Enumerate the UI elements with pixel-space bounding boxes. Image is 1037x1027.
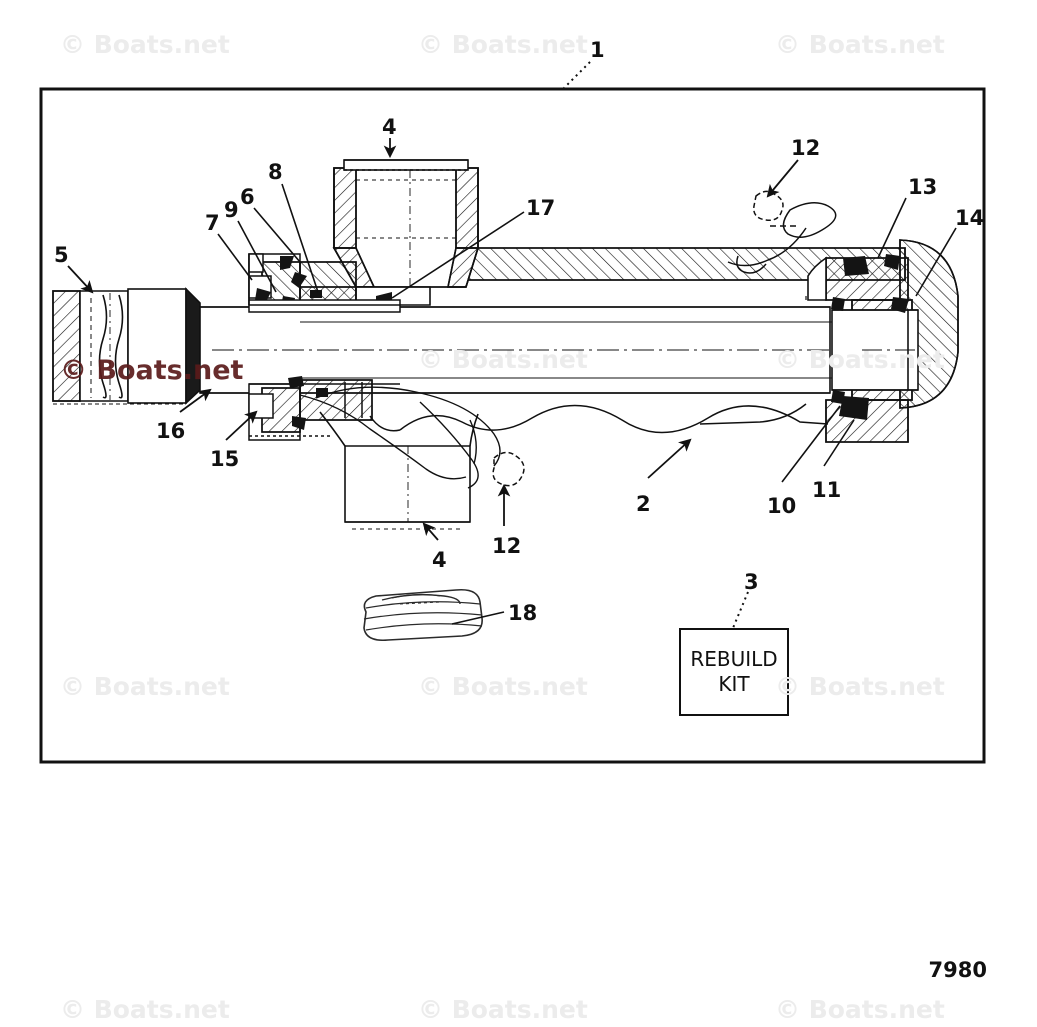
callout-label-7: 7 bbox=[205, 211, 220, 235]
leader-16 bbox=[179, 388, 212, 413]
part-front-gland-lower bbox=[248, 376, 400, 441]
callout-label-2: 2 bbox=[636, 492, 651, 516]
leader-13 bbox=[877, 197, 907, 259]
callout-label-18: 18 bbox=[508, 601, 538, 625]
callout-label-13: 13 bbox=[908, 175, 938, 199]
callout-label-8: 8 bbox=[268, 160, 283, 184]
leader-7 bbox=[217, 233, 253, 281]
leader-3 bbox=[732, 591, 749, 629]
callout-label-16: 16 bbox=[156, 419, 186, 443]
rebuild-kit-line2: KIT bbox=[718, 672, 750, 696]
leader-12-top bbox=[766, 159, 799, 198]
leader-1 bbox=[563, 61, 591, 89]
callout-label-1: 1 bbox=[590, 38, 605, 62]
part-rod-end-clevis bbox=[52, 287, 201, 405]
diagram-border bbox=[39, 87, 986, 764]
leader-9 bbox=[237, 220, 277, 293]
leader-6 bbox=[253, 207, 301, 263]
leader-10 bbox=[781, 405, 841, 483]
rebuild-kit-box: REBUILD KIT bbox=[679, 628, 789, 716]
callout-label-15: 15 bbox=[210, 447, 240, 471]
part-pivot-boss-bottom bbox=[299, 386, 501, 530]
callout-label-5: 5 bbox=[54, 243, 69, 267]
callout-label-4b: 4 bbox=[432, 548, 447, 572]
callout-label-10: 10 bbox=[767, 494, 797, 518]
callout-label-12b: 12 bbox=[492, 534, 522, 558]
leader-11 bbox=[823, 419, 855, 467]
callout-label-3: 3 bbox=[744, 570, 759, 594]
callout-label-9: 9 bbox=[224, 198, 239, 222]
callout-label-11: 11 bbox=[812, 478, 842, 502]
callout-label-4t: 4 bbox=[382, 115, 397, 139]
leader-17 bbox=[391, 211, 525, 299]
part-fitting-plug-bottom bbox=[492, 451, 525, 487]
leader-5 bbox=[67, 265, 94, 294]
part-fitting-plug-top bbox=[727, 190, 837, 274]
leader-15 bbox=[225, 410, 258, 441]
leader-4-bottom bbox=[422, 522, 439, 541]
leader-lines bbox=[67, 61, 957, 629]
part-cap-bushing bbox=[363, 588, 483, 642]
diagram-reference-number: 7980 bbox=[928, 958, 987, 982]
callout-label-6: 6 bbox=[240, 185, 255, 209]
rebuild-kit-line1: REBUILD bbox=[690, 647, 778, 671]
leader-18 bbox=[451, 611, 505, 625]
callout-label-17: 17 bbox=[526, 196, 556, 220]
callout-label-14: 14 bbox=[955, 206, 985, 230]
leader-8 bbox=[281, 183, 319, 293]
leader-2 bbox=[647, 438, 692, 479]
callout-label-12t: 12 bbox=[791, 136, 821, 160]
leader-14 bbox=[915, 227, 957, 297]
